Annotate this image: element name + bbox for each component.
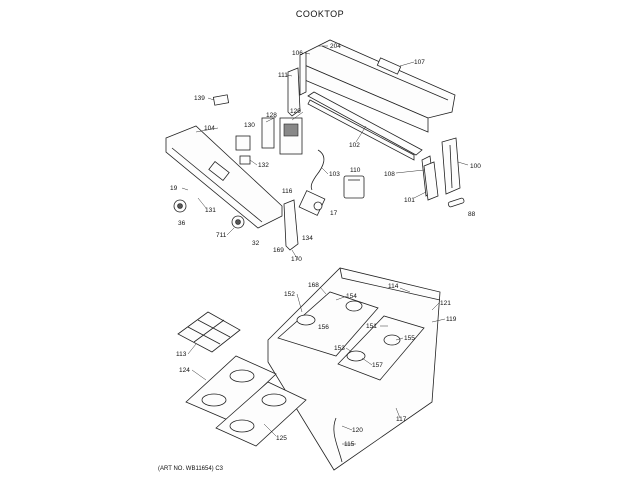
callout-label: 120 [352,427,363,434]
callout-label: 101 [404,197,415,204]
bracket-111 [287,67,301,117]
bracket-130 [235,135,251,151]
callout-label: 139 [194,95,205,102]
callout-label: 151 [366,323,377,330]
callout-label: 121 [440,300,451,307]
backsplash-panel-107 [299,39,456,133]
callout-label: 130 [244,122,255,129]
diagram-title: COOKTOP [295,9,345,19]
callout-label: 111 [278,72,288,79]
callout-label: 104 [204,125,215,132]
callout-label: 129 [290,108,301,115]
callout-label: 103 [329,171,340,178]
leader-lines [181,45,469,445]
callout-label: 155 [404,335,415,342]
switch-139 [212,94,230,106]
ignitor-module-110 [343,175,365,199]
callout-label: 124 [179,367,190,374]
callout-label: 131 [205,207,216,214]
callout-label: 153 [334,345,345,352]
callout-labels: 204 106 107 111 139 129 128 130 104 102 … [170,43,481,448]
callout-label: 128 [266,112,277,119]
callout-label: 88 [468,211,476,218]
clock-129 [279,117,303,155]
callout-label: 36 [178,220,186,227]
callout-label: 132 [258,162,269,169]
callout-label: 110 [350,167,361,174]
callout-label: 17 [330,210,338,217]
callout-label: 134 [302,235,313,242]
callout-label: 156 [318,324,329,331]
callout-label: 169 [273,247,284,254]
drip-pan-125 [215,381,307,447]
callout-label: 157 [372,362,383,369]
callout-label: 119 [446,316,457,323]
callout-label: 204 [330,43,341,50]
bracket-169 [283,199,299,251]
callout-label: 106 [292,50,303,57]
callout-label: 102 [349,142,360,149]
callout-label: 32 [252,240,260,247]
knob-36 [173,199,187,213]
board-128 [261,117,275,149]
callout-label: 100 [470,163,481,170]
callout-label: 152 [284,291,295,298]
trim-strip-102 [307,91,423,161]
callout-label: 108 [384,171,395,178]
callout-label: 117 [396,416,407,423]
control-panel-104 [165,125,283,229]
callout-label: 116 [282,188,293,195]
wire-harness-103 [310,149,325,191]
callout-label: 168 [308,282,319,289]
callout-label: 115 [344,441,355,448]
callout-label: 170 [291,256,302,263]
grate-113 [177,311,241,353]
art-number: (ART NO. WB11654) C3 [158,466,224,472]
callout-label: 107 [414,59,425,66]
tube-115 [333,417,343,463]
bracket-101 [423,161,439,201]
clip-88 [447,197,465,208]
callout-label: 114 [388,283,399,290]
callout-label: 711 [216,232,227,239]
cooktop-114 [267,267,441,471]
end-cap-106 [299,51,307,96]
callout-label: 113 [176,351,187,358]
valve-132 [239,155,251,165]
callout-label: 19 [170,185,178,192]
drip-pan-124 [185,355,277,421]
callout-label: 125 [276,435,287,442]
side-panel-100 [441,137,461,195]
callout-label: 154 [346,293,357,300]
knob-711 [231,215,245,229]
valve-body-116 [298,190,326,216]
